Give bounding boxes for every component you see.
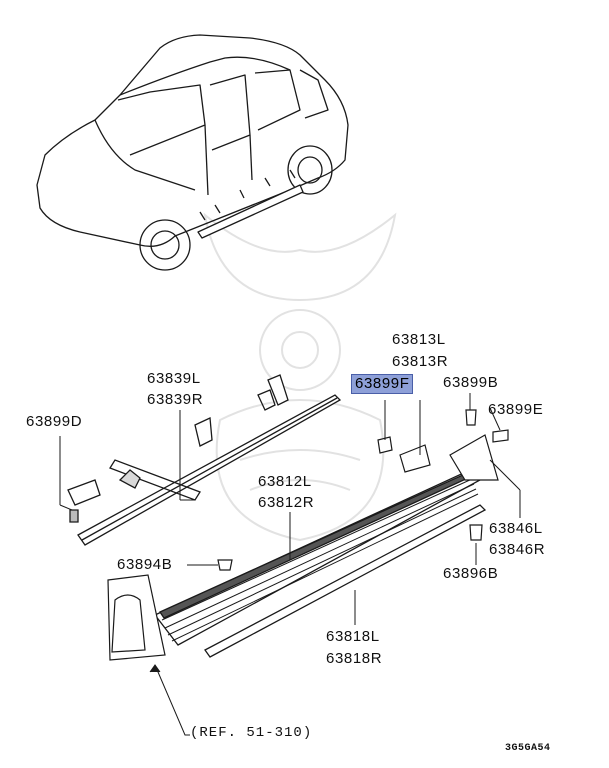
- car-illustration: [36, 34, 349, 271]
- callout-63818L: 63818L: [326, 628, 380, 645]
- callout-63846L: 63846L: [489, 520, 543, 537]
- callout-63899E: 63899E: [488, 401, 544, 418]
- callout-63899D: 63899D: [26, 413, 83, 430]
- callout-63813R: 63813R: [392, 353, 449, 370]
- watermark-emblem: [203, 212, 397, 542]
- callout-63812R: 63812R: [258, 494, 315, 511]
- leader-lines: [59, 393, 521, 736]
- callout-63839L: 63839L: [147, 370, 201, 387]
- callout-63896B: 63896B: [443, 565, 499, 582]
- side-step-panel: [153, 469, 487, 658]
- reference-label: (REF. 51-310): [190, 725, 313, 741]
- callout-63894B: 63894B: [117, 556, 173, 573]
- callout-63813L: 63813L: [392, 331, 446, 348]
- fasteners: [107, 409, 509, 661]
- callout-63899F-highlighted[interactable]: 63899F: [351, 374, 414, 394]
- callout-63812L: 63812L: [258, 473, 312, 490]
- callout-63899B: 63899B: [443, 374, 499, 391]
- side-rail-assembly: [67, 374, 342, 546]
- callout-63839R: 63839R: [147, 391, 204, 408]
- callout-63846R: 63846R: [489, 541, 546, 558]
- callout-63818R: 63818R: [326, 650, 383, 667]
- diagram-code: 3G5GA54: [505, 743, 551, 754]
